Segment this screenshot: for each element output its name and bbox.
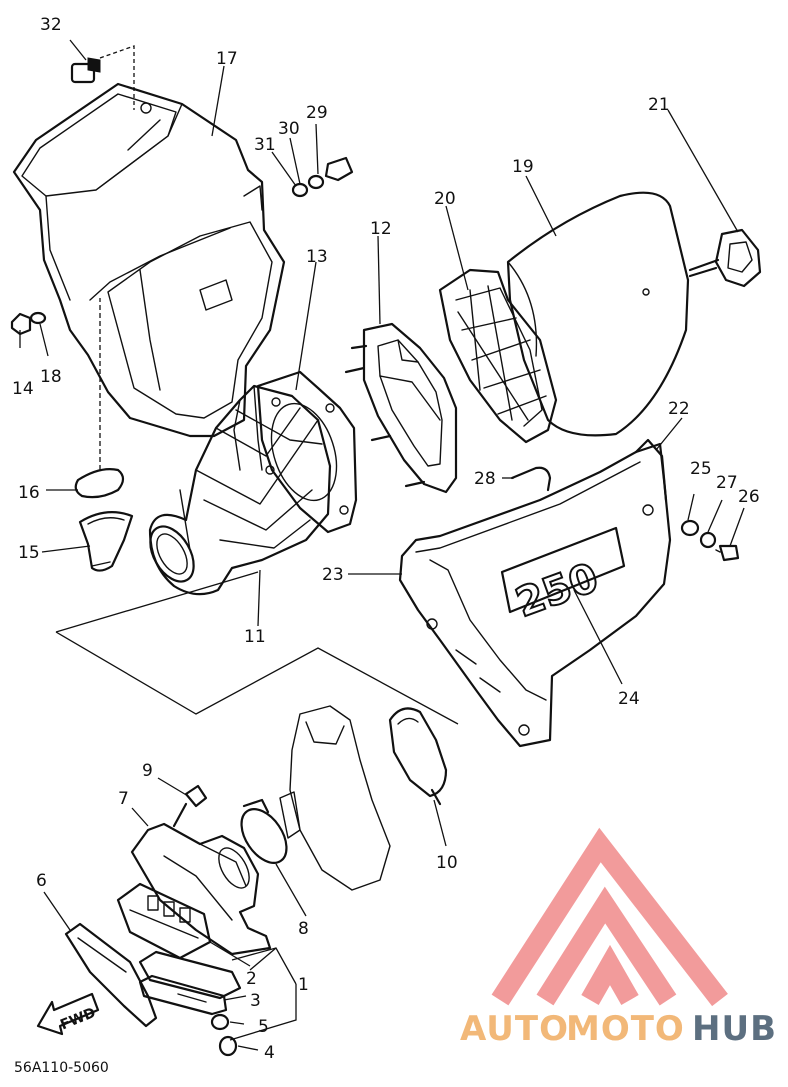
fwd-label: FWD (58, 1005, 98, 1034)
callout-16: 16 (18, 483, 40, 503)
watermark-part2: MOTO (566, 1009, 685, 1049)
callout-13: 13 (306, 247, 328, 267)
callout-8: 8 (298, 919, 309, 939)
callout-1: 1 (298, 975, 309, 995)
callout-5: 5 (258, 1017, 269, 1037)
callout-31: 31 (254, 135, 276, 155)
callout-15: 15 (18, 543, 40, 563)
washer-25-part (680, 519, 700, 537)
callout-25: 25 (690, 459, 712, 479)
callout-2: 2 (246, 969, 257, 989)
callout-6: 6 (36, 871, 47, 891)
clamp-band-10-part (388, 707, 448, 806)
hose-clamp-8-part (240, 798, 288, 864)
callout-20: 20 (434, 189, 456, 209)
forward-arrow-icon: FWD (36, 992, 100, 1036)
callout-23: 23 (322, 565, 344, 585)
plate-12-part (344, 235, 458, 494)
washer-30-part (307, 174, 325, 190)
callout-18: 18 (40, 367, 62, 387)
air-filter-element-19-part (506, 191, 690, 437)
callout-27: 27 (716, 473, 738, 493)
washer-5-part (210, 1013, 230, 1031)
emblem-250-part: 250 (500, 526, 626, 627)
gasket-13-part (256, 370, 358, 534)
emblem-text: 250 (510, 555, 604, 627)
callout-10: 10 (436, 853, 458, 873)
callout-17: 17 (216, 49, 238, 69)
intake-joint-11-part (148, 384, 332, 596)
case-cap-23-part (398, 442, 672, 748)
callout-9: 9 (142, 761, 153, 781)
callout-29: 29 (306, 103, 328, 123)
o-ring-16-part (74, 298, 125, 499)
drawing-code: 56A110-5060 (14, 1060, 109, 1076)
bolt-9-part (172, 784, 208, 828)
carburetor-outline (279, 705, 391, 891)
washer-27-part (699, 531, 717, 549)
callout-22: 22 (668, 399, 690, 419)
callout-24: 24 (618, 689, 640, 709)
callout-26: 26 (738, 487, 760, 507)
manifold-7-part (130, 822, 272, 956)
callout-30: 30 (278, 119, 300, 139)
washer-18-part (29, 311, 47, 325)
callout-21: 21 (648, 95, 670, 115)
callout-11: 11 (244, 627, 266, 647)
bolt-21-part (667, 109, 762, 288)
leader-lines (19, 65, 745, 1051)
nut-14-part (10, 312, 32, 336)
callout-12: 12 (370, 219, 392, 239)
watermark-text: AUTO MOTO HUB (460, 1009, 777, 1049)
callout-labels: 32 17 29 30 31 21 19 20 12 13 14 18 22 1… (12, 15, 760, 1063)
cover-22-part (634, 417, 683, 502)
hose-28-part (510, 466, 552, 492)
callout-19: 19 (512, 157, 534, 177)
element-guide-20-part (438, 268, 558, 444)
reed-valve-1-part (116, 882, 212, 960)
stopper-3-part (138, 974, 228, 1016)
screw-32-part (69, 39, 135, 110)
callout-14: 14 (12, 379, 34, 399)
watermark-logo-icon (491, 827, 728, 1007)
callout-4: 4 (264, 1043, 275, 1063)
watermark-part1: AUTO (460, 1009, 569, 1049)
screw-4-part (218, 1035, 238, 1057)
stud-bolts (344, 344, 426, 488)
watermark-part3: HUB (692, 1009, 777, 1049)
bolt-29-part (324, 156, 354, 182)
callout-32: 32 (40, 15, 62, 35)
group-outline (55, 571, 459, 725)
gasket-6-part (64, 922, 158, 1028)
screw-26-part (715, 544, 740, 562)
callout-28: 28 (474, 469, 496, 489)
callout-7: 7 (118, 789, 129, 809)
reed-plate-2-part (138, 950, 242, 1000)
air-duct-housing-part (12, 82, 286, 438)
callout-3: 3 (250, 991, 261, 1011)
joint-15-part (78, 511, 134, 572)
